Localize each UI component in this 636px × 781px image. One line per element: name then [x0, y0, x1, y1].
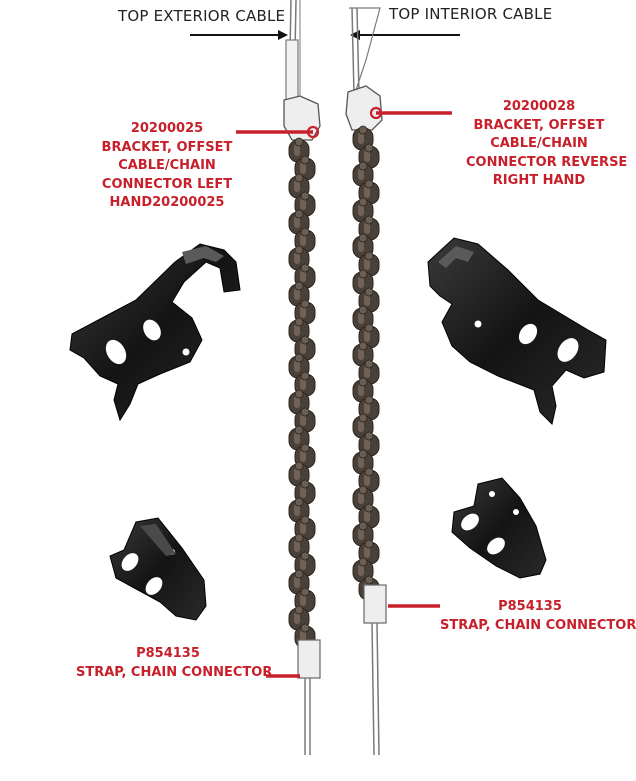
callout-bracket-right-line-3: CABLE/CHAIN — [490, 136, 588, 151]
callout-bracket-left-line-2: BRACKET, OFFSET — [101, 139, 233, 155]
left-chain — [288, 137, 316, 649]
header-top-exterior-cable: TOP EXTERIOR CABLE — [118, 7, 286, 25]
right-bottom-cable — [371, 622, 380, 756]
header-arrow-right — [350, 30, 460, 40]
callout-bracket-left-part-number: 20200025 — [130, 121, 204, 136]
callout-strap-right-part-number: P854135 — [498, 599, 562, 614]
callout-strap-left-part-number: P854135 — [136, 646, 200, 661]
callout-bracket-left-line-3: CABLE/CHAIN — [118, 158, 216, 173]
header-arrow-left — [190, 30, 288, 40]
right-bottom-connector — [363, 584, 387, 624]
left-top-cable — [285, 0, 301, 106]
bracket-right-hand-image — [427, 237, 607, 425]
callout-bracket-right-line-4: CONNECTOR REVERSE — [466, 154, 628, 170]
right-top-cable — [349, 7, 381, 96]
callout-bracket-left: 20200025 BRACKET, OFFSET CABLE/CHAIN CON… — [92, 120, 242, 213]
left-bottom-cable — [304, 678, 311, 755]
callout-strap-left: P854135 STRAP, CHAIN CONNECTOR — [76, 645, 273, 682]
right-cable-connector-top — [345, 85, 383, 131]
strap-right-image — [451, 477, 547, 579]
callout-bracket-right-part-number: 20200028 — [502, 99, 576, 114]
callout-bracket-left-line-5: HAND20200025 — [109, 195, 225, 210]
callout-bracket-right: 20200028 BRACKET, OFFSET CABLE/CHAIN CON… — [466, 98, 628, 191]
bracket-left-hand-image — [69, 243, 241, 422]
callout-strap-right-description: STRAP, CHAIN CONNECTOR — [440, 617, 636, 633]
left-bottom-connector — [297, 639, 321, 679]
callout-strap-left-description: STRAP, CHAIN CONNECTOR — [76, 664, 273, 680]
strap-left-image — [109, 517, 207, 621]
callout-bracket-left-line-4: CONNECTOR LEFT — [101, 176, 233, 192]
header-top-interior-cable: TOP INTERIOR CABLE — [389, 5, 553, 23]
callout-strap-right: P854135 STRAP, CHAIN CONNECTOR — [440, 598, 636, 635]
right-chain — [352, 125, 380, 601]
callout-bracket-right-line-2: BRACKET, OFFSET — [473, 117, 605, 133]
callout-bracket-right-line-5: RIGHT HAND — [492, 173, 586, 188]
